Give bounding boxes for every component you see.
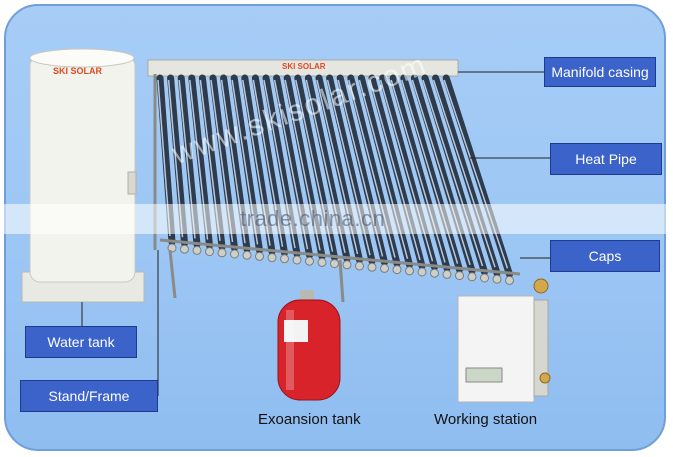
working-station-illustration [457, 278, 551, 403]
tube-cap [392, 265, 402, 275]
tube-cap [330, 259, 339, 269]
caption-working-station: Working station [434, 411, 538, 428]
tube-highlight [422, 79, 484, 267]
tube-cap [305, 256, 314, 266]
manifold-casing [147, 59, 459, 77]
expansion-tank-illustration [277, 290, 341, 401]
tank-logo: SKI SOLAR [53, 66, 103, 76]
callout-water-tank: Water tank [25, 326, 137, 358]
callout-manifold-casing: Manifold casing [544, 57, 656, 87]
manifold-logo: SKI SOLAR [282, 62, 326, 71]
tube-cap [205, 247, 214, 257]
tube-cap [505, 275, 514, 285]
tube-cap [342, 260, 352, 270]
tube-cap [492, 274, 502, 284]
tube-highlight [443, 79, 509, 269]
caption-expansion-tank: Exoansion tank [258, 411, 361, 428]
tube-cap [217, 248, 227, 258]
tube-cap [367, 262, 377, 272]
callout-stand-frame: Stand/Frame [20, 380, 158, 412]
tube-cap [405, 266, 414, 276]
tube-cap [455, 271, 464, 281]
tube-highlight [432, 79, 496, 268]
tube-cap [292, 255, 302, 265]
tube-cap [267, 253, 277, 263]
tube-cap [480, 273, 489, 283]
watermark-band [0, 204, 673, 234]
callout-caps: Caps [550, 240, 660, 272]
tube-cap [230, 249, 239, 259]
tube-cap [280, 254, 289, 264]
water-tank-illustration [21, 48, 145, 303]
leader-lines [81, 71, 550, 396]
tube-cap [430, 268, 439, 278]
tube-cap [467, 272, 477, 282]
watermark-band-text: trade.china.cn [240, 206, 386, 231]
tube-cap [192, 245, 202, 255]
tube-cap [317, 257, 327, 267]
tube-cap [180, 244, 189, 254]
callout-heat-pipe: Heat Pipe [550, 143, 662, 175]
tube-cap [255, 251, 264, 261]
tube-cap [417, 267, 427, 277]
tube-cap [442, 269, 452, 279]
tube-cap [355, 261, 364, 271]
tube-cap [242, 250, 252, 260]
tube-cap [380, 263, 389, 273]
